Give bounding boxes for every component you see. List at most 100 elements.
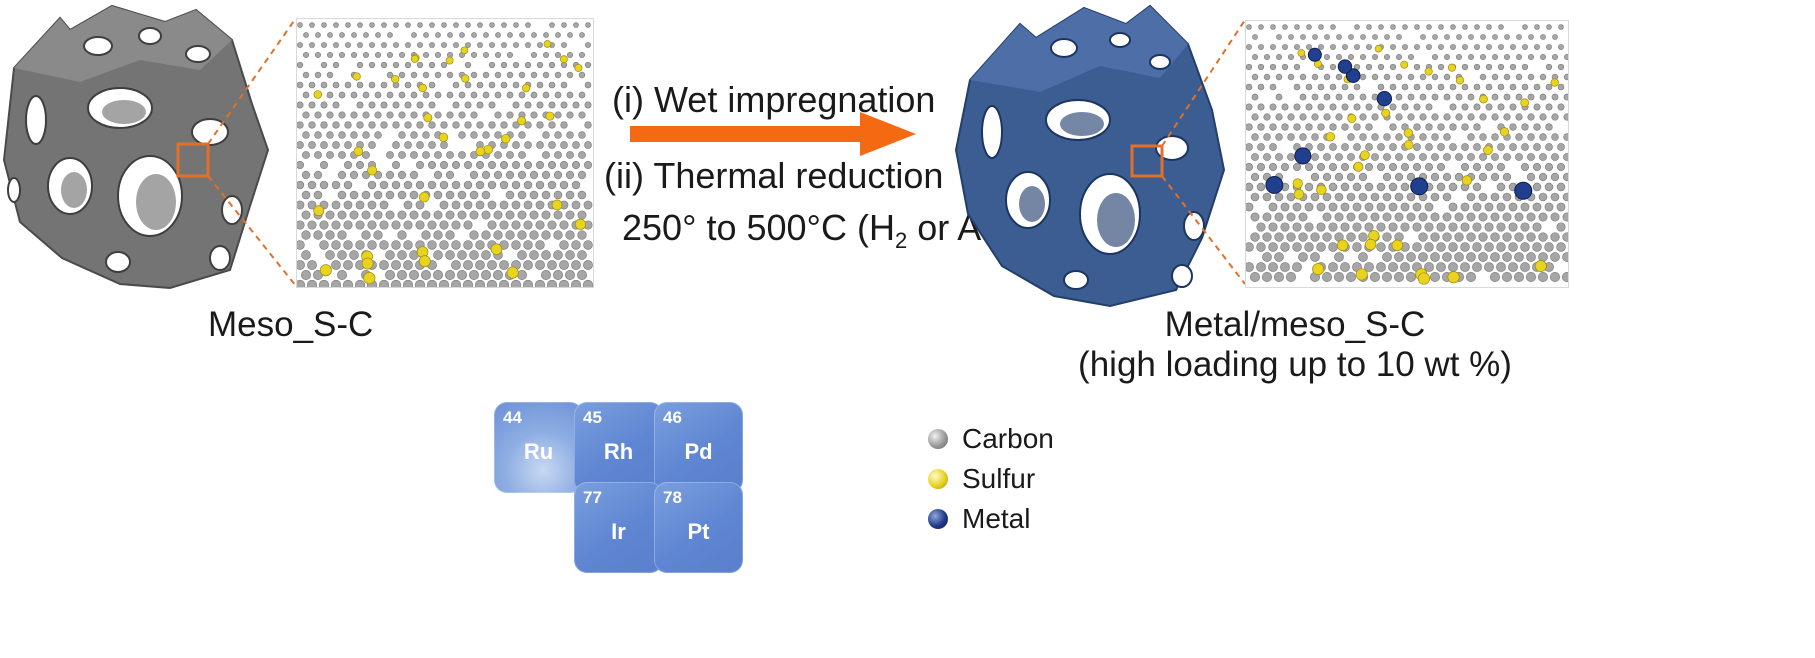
carbon-atom [409, 270, 419, 280]
carbon-atom [1450, 24, 1456, 30]
carbon-atom [1395, 53, 1403, 61]
carbon-atom [1376, 162, 1386, 172]
sulfur-atom [559, 55, 568, 64]
carbon-atom [1293, 63, 1301, 71]
carbon-atom [1497, 103, 1505, 111]
sulfur-atom [363, 272, 376, 285]
carbon-atom [410, 131, 418, 139]
carbon-atom [1551, 113, 1559, 121]
carbon-atom [343, 220, 353, 230]
carbon-atom [1322, 172, 1332, 182]
carbon-atom [1347, 153, 1355, 161]
carbon-atom [1484, 262, 1494, 272]
carbon-atom [339, 32, 345, 38]
carbon-atom [1364, 162, 1374, 172]
carbon-atom [1484, 242, 1494, 252]
carbon-atom [1378, 24, 1384, 30]
carbon-atom [1532, 182, 1542, 192]
carbon-atom [1497, 83, 1505, 91]
carbon-atom [434, 151, 442, 159]
carbon-atom [548, 121, 556, 129]
carbon-atom [439, 240, 449, 250]
carbon-atom [331, 180, 341, 190]
carbon-atom [511, 160, 521, 170]
carbon-atom [469, 230, 479, 240]
carbon-atom [391, 260, 401, 270]
carbon-atom [1443, 133, 1451, 141]
carbon-atom [571, 200, 581, 210]
carbon-atom [1546, 44, 1552, 50]
carbon-atom [578, 91, 586, 99]
carbon-atom [1251, 93, 1259, 101]
carbon-atom [1358, 252, 1368, 262]
carbon-atom [469, 250, 479, 260]
carbon-atom [1454, 252, 1464, 262]
carbon-atom [1323, 93, 1331, 101]
carbon-atom [297, 240, 305, 250]
carbon-atom [1346, 192, 1356, 202]
carbon-atom [560, 121, 568, 129]
carbon-atom [422, 151, 430, 159]
carbon-atom [1455, 153, 1463, 161]
carbon-atom [1328, 262, 1338, 272]
carbon-atom [469, 190, 479, 200]
carbon-atom [361, 190, 371, 200]
carbon-atom [1443, 93, 1451, 101]
carbon-atom [1246, 123, 1253, 131]
carbon-atom [1394, 212, 1404, 222]
carbon-atom [1334, 172, 1344, 182]
carbon-atom [1281, 103, 1289, 111]
carbon-atom [308, 81, 316, 89]
carbon-atom [320, 141, 328, 149]
carbon-atom [571, 160, 581, 170]
carbon-atom [1437, 83, 1445, 91]
sulfur-atom [1336, 239, 1349, 252]
carbon-atom [297, 160, 305, 170]
carbon-atom [1347, 93, 1355, 101]
sulfur-atom [418, 191, 430, 203]
right-arrow-icon [630, 112, 916, 156]
carbon-atom [524, 141, 532, 149]
carbon-atom [1256, 262, 1266, 272]
carbon-atom [495, 32, 501, 38]
carbon-atom [415, 220, 425, 230]
carbon-atom [1388, 262, 1398, 272]
carbon-atom [1539, 133, 1547, 141]
carbon-atom [554, 111, 562, 119]
carbon-atom [385, 190, 395, 200]
carbon-atom [357, 42, 363, 48]
carbon-atom [326, 131, 334, 139]
carbon-atom [530, 91, 538, 99]
carbon-atom [475, 260, 485, 270]
carbon-atom [1251, 133, 1259, 141]
carbon-atom [1389, 103, 1397, 111]
carbon-atom [512, 141, 520, 149]
carbon-atom [421, 230, 431, 240]
carbon-atom [1563, 113, 1568, 121]
carbon-atom [1318, 24, 1324, 30]
carbon-atom [1466, 232, 1476, 242]
carbon-atom [1556, 202, 1566, 212]
carbon-atom [350, 91, 358, 99]
carbon-atom [356, 101, 364, 109]
carbon-atom [1432, 34, 1438, 40]
carbon-atom [320, 81, 328, 89]
carbon-atom [315, 32, 321, 38]
carbon-atom [524, 61, 532, 69]
carbon-atom [1402, 24, 1408, 30]
carbon-atom [1491, 113, 1499, 121]
carbon-atom [1269, 103, 1277, 111]
sulfur-atom [1374, 44, 1383, 53]
carbon-atom [459, 32, 465, 38]
carbon-atom [523, 220, 533, 230]
carbon-atom [1538, 252, 1548, 262]
carbon-atom [1406, 172, 1416, 182]
carbon-atom [1461, 63, 1469, 71]
carbon-atom [1341, 103, 1349, 111]
carbon-atom [1389, 123, 1397, 131]
carbon-atom [1358, 212, 1368, 222]
carbon-atom [1359, 73, 1367, 81]
carbon-atom [1485, 103, 1493, 111]
carbon-atom [338, 91, 346, 99]
carbon-atom [1321, 271, 1333, 283]
